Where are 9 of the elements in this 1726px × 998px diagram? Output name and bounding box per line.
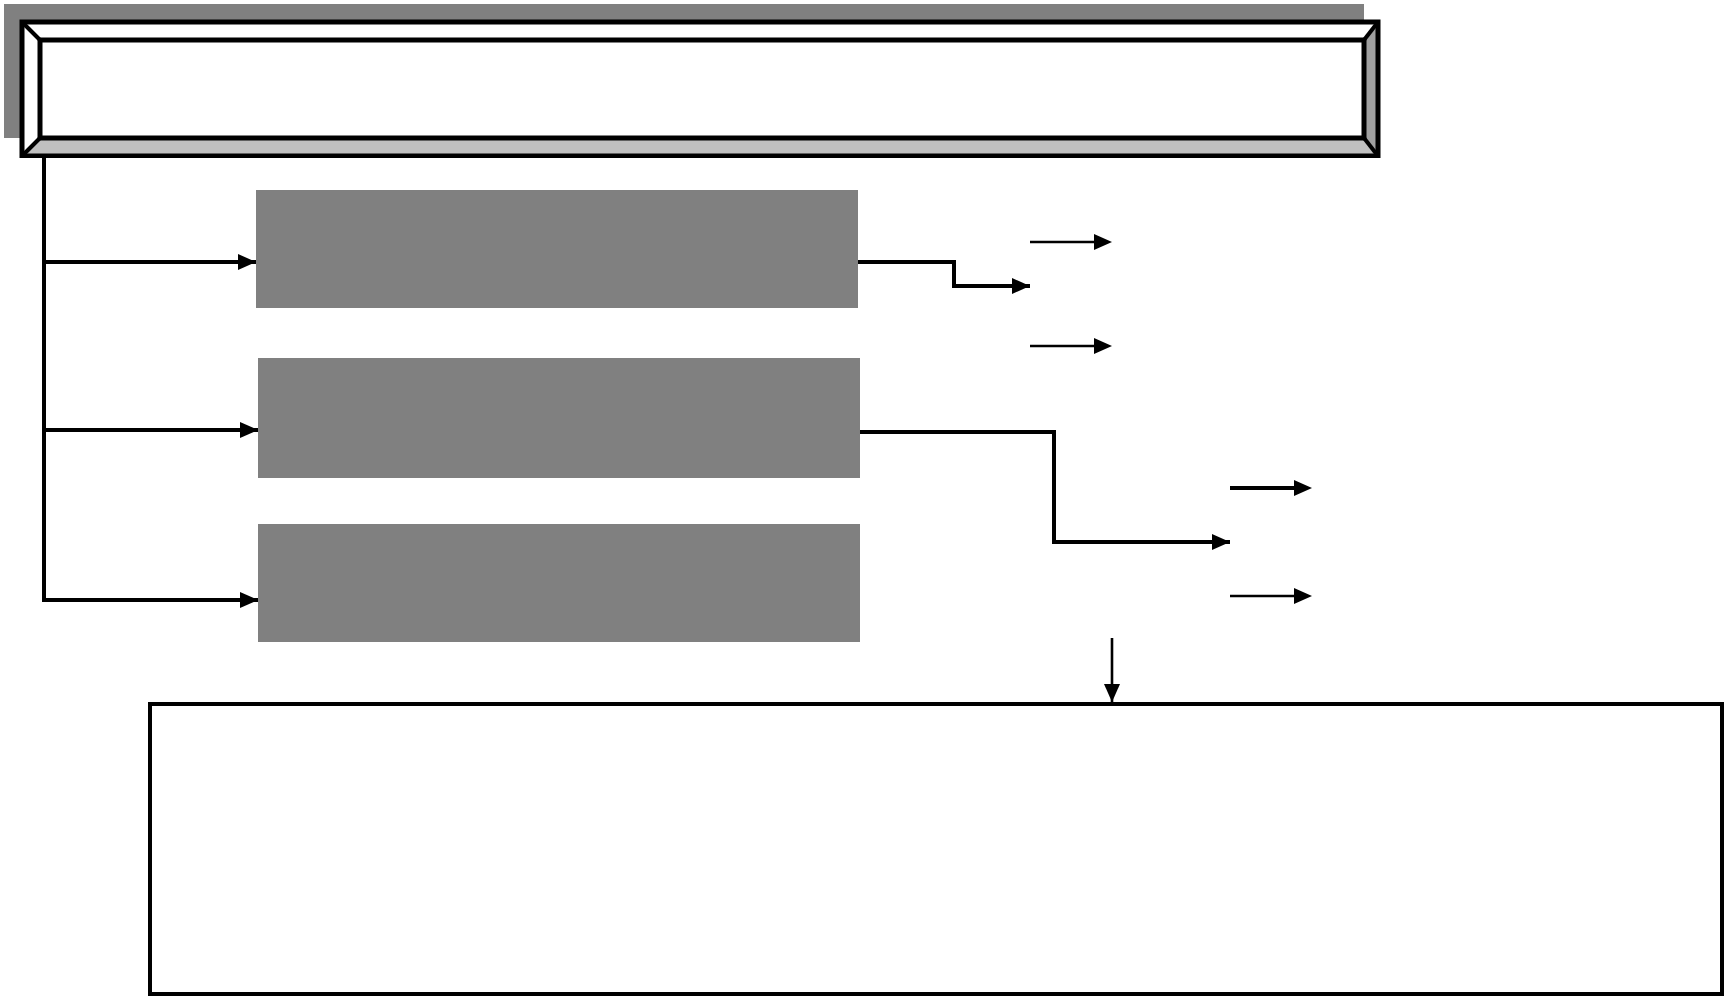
- connector-arrow: [860, 430, 1230, 550]
- connector-arrow: [42, 158, 258, 608]
- process-box: [258, 524, 860, 642]
- process-box: [256, 190, 858, 308]
- outlined-box: [148, 702, 1724, 996]
- beveled-title-box: [4, 4, 1382, 158]
- connector-arrow: [858, 260, 1030, 294]
- connector-arrow: [1104, 638, 1120, 702]
- process-box: [258, 358, 860, 478]
